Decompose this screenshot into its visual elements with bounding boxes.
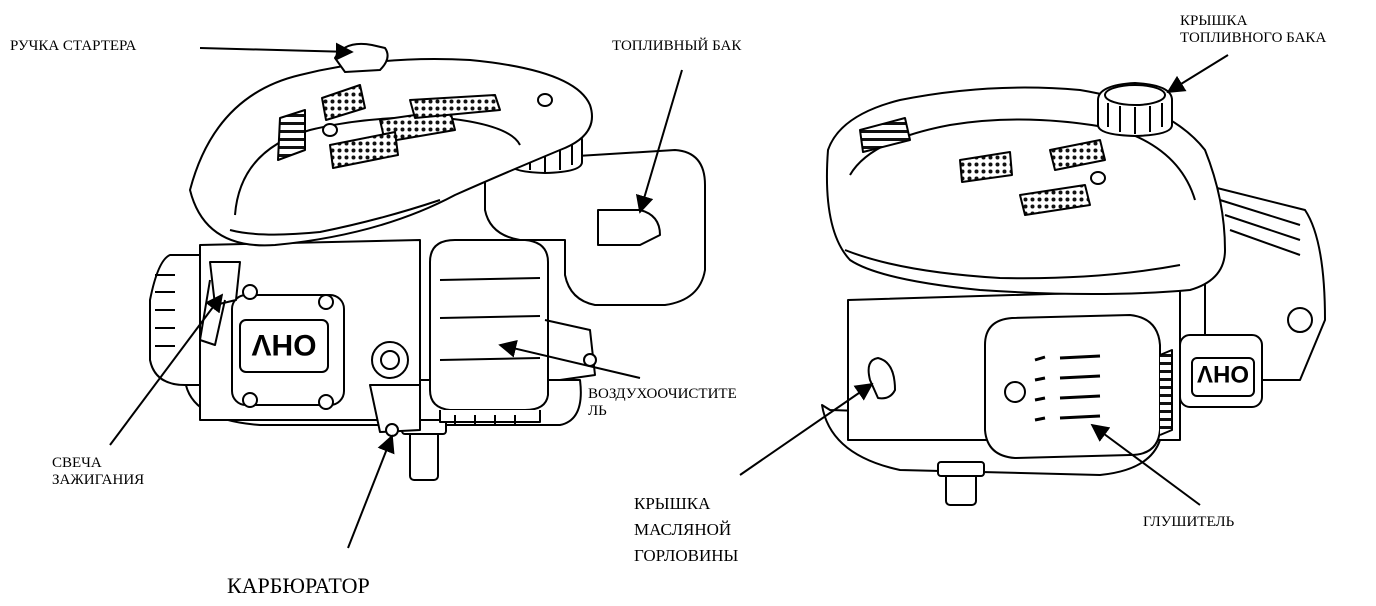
arrow-fuel-cap	[1166, 54, 1229, 93]
arrow-spark-plug	[109, 293, 224, 446]
arrow-air-cleaner	[498, 339, 641, 379]
leader-arrows	[109, 42, 1229, 549]
label-muffler: ГЛУШИТЕЛЬ	[1143, 514, 1235, 530]
left-engine-drawing: OHV	[149, 42, 706, 481]
right-engine-drawing: OHV	[821, 82, 1326, 506]
label-starter-handle: РУЧКА СТАРТЕРА	[10, 38, 137, 54]
label-oil-cap: КРЫШКА МАСЛЯНОЙ ГОРЛОВИНЫ	[634, 494, 739, 565]
label-carburetor: КАРБЮРАТОР	[227, 573, 370, 598]
arrow-muffler	[1090, 423, 1201, 506]
arrow-oil-cap	[739, 382, 874, 476]
label-spark-plug: СВЕЧА ЗАЖИГАНИЯ	[52, 455, 145, 485]
arrow-starter-handle	[199, 42, 354, 61]
label-fuel-tank: ТОПЛИВНЫЙ БАК	[612, 38, 742, 54]
right-engine-ohv-badge: OHV	[1197, 360, 1249, 387]
left-engine-ohv-badge: OHV	[251, 328, 316, 361]
arrow-fuel-tank	[635, 69, 683, 214]
label-fuel-cap: КРЫШКА ТОПЛИВНОГО БАКА	[1180, 13, 1327, 43]
arrow-carburetor	[347, 434, 395, 549]
label-air-cleaner: ВОЗДУХООЧИСТИТЕ ЛЬ	[588, 386, 737, 419]
